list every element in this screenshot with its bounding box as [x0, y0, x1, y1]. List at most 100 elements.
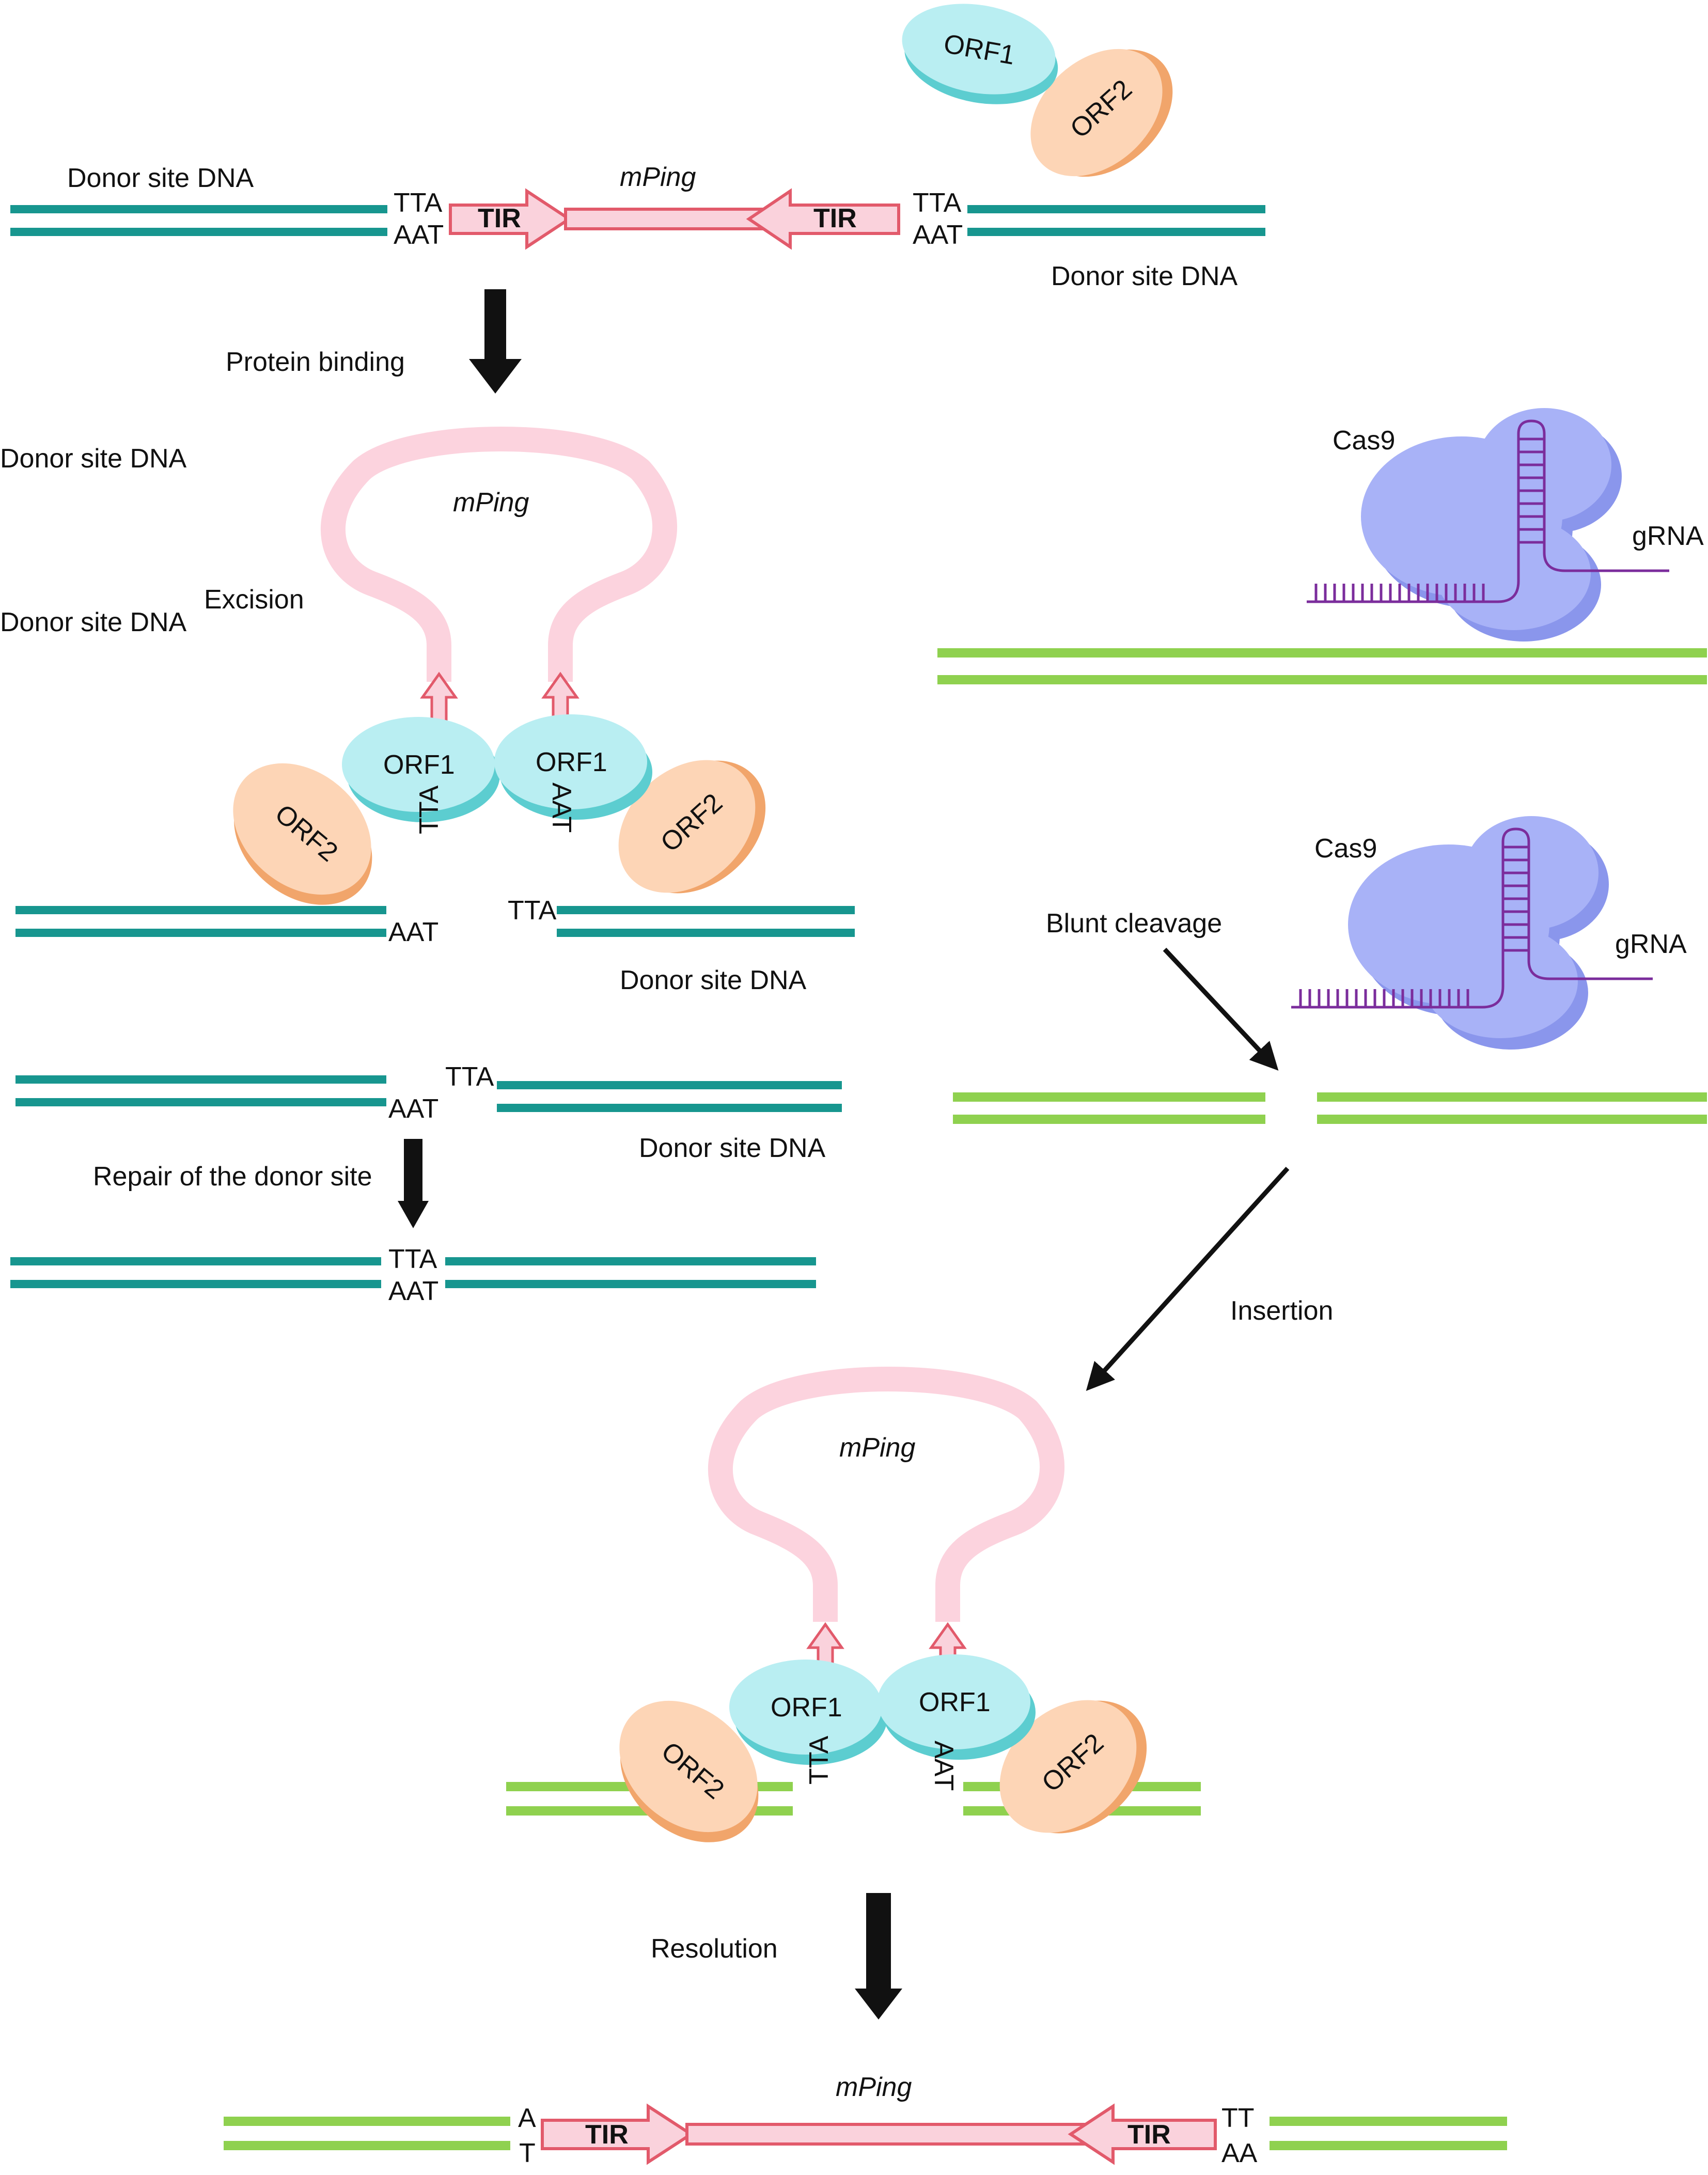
target-dna-strand — [1317, 1115, 1707, 1124]
dna-strand — [445, 1280, 816, 1288]
orf2-protein: ORF2 — [618, 760, 766, 894]
dna-strand — [557, 929, 855, 937]
orf1-protein: ORF1 — [877, 1654, 1036, 1760]
donor-site-dna-label: Donor site DNA — [639, 1133, 826, 1163]
donor-site-initial: Donor site DNA TTA AAT TIR TIR mPing TTA… — [10, 4, 1265, 291]
orf1-protein: ORF1 — [494, 714, 652, 820]
mping-element: TIR TIR mPing — [449, 162, 900, 250]
sequence-aat: AAT — [929, 1741, 959, 1791]
sequence-tta: TTA — [913, 188, 962, 218]
cas9-label: Cas9 — [1333, 426, 1395, 456]
sequence-aat: AAT — [388, 917, 438, 947]
tir-label: TIR — [478, 204, 521, 233]
insertion-label: Insertion — [1230, 1296, 1333, 1326]
cas9-protein — [1348, 816, 1609, 1050]
dna-strand — [15, 1075, 386, 1084]
up-arrow — [420, 671, 458, 725]
mping-label: mPing — [839, 1433, 915, 1463]
mping-label: mPing — [453, 488, 529, 518]
tir-left-arrow — [1068, 2103, 1217, 2165]
tir-right-arrow — [541, 2103, 694, 2165]
target-dna-strand — [953, 1115, 1265, 1124]
dna-strand — [497, 1104, 842, 1112]
sequence-tta: TTA — [508, 896, 557, 926]
sequence-aat: AAT — [913, 220, 963, 250]
donor-site-dna-label: Donor site DNA — [0, 444, 187, 474]
tir-label: TIR — [1127, 2120, 1171, 2150]
step-arrow-head — [398, 1201, 429, 1228]
step-arrow-head — [855, 1989, 902, 2020]
resolved-insertion: A T TIR TIR mPing TT AA — [224, 2072, 1507, 2168]
target-dna-strand — [1317, 1092, 1707, 1102]
insertion-arrow — [1086, 1166, 1290, 1391]
cas9-label: Cas9 — [1314, 834, 1377, 864]
dna-strand — [497, 1081, 842, 1089]
excision-complex: Donor site DNA Donor site DNA Excision m… — [0, 427, 855, 995]
mping-label: mPing — [836, 2072, 912, 2102]
orf1-protein: ORF1 — [729, 1660, 887, 1765]
dna-strand — [445, 1257, 816, 1265]
resolution-step: Resolution — [651, 1893, 902, 2020]
grna — [1307, 419, 1669, 603]
orf2-protein: ORF2 — [233, 763, 372, 905]
donor-site-dna-label: Donor site DNA — [620, 965, 807, 995]
orf1-label: ORF1 — [919, 1687, 991, 1717]
orf1-label: ORF1 — [383, 750, 455, 780]
tir-label: TIR — [813, 204, 857, 233]
orf2-protein: ORF2 — [619, 1700, 759, 1842]
donor-site-dna-label: Donor site DNA — [67, 163, 254, 193]
orf2-protein: ORF2 — [1030, 49, 1173, 177]
donor-site-dna-label: Donor site DNA — [1051, 261, 1238, 291]
blunt-cleavage-label: Blunt cleavage — [1046, 909, 1222, 938]
mping-label: mPing — [620, 162, 696, 192]
mping-loop — [320, 427, 677, 682]
dna-strand — [967, 205, 1265, 213]
dna-strand — [10, 205, 387, 213]
donor-site-repair: AAT TTA Donor site DNA Repair of the don… — [10, 1062, 842, 1306]
excision-label: Excision — [204, 585, 304, 615]
sequence-tta: TTA — [388, 1244, 437, 1274]
sequence-aat: AAT — [394, 220, 444, 250]
cas9-protein — [1361, 408, 1622, 641]
step-arrow-head — [469, 359, 522, 394]
tir-label: TIR — [585, 2120, 629, 2150]
grna-label: gRNA — [1632, 521, 1704, 551]
orf2-protein: ORF2 — [999, 1700, 1147, 1834]
target-dna-strand — [1270, 2141, 1507, 2150]
step-arrow-shaft — [404, 1139, 422, 1201]
donor-site-dna-label: Donor site DNA — [0, 607, 187, 637]
dna-strand — [15, 929, 386, 937]
target-dna-strand — [937, 648, 1707, 658]
dna-strand — [15, 906, 386, 914]
cas9-blunt-cleavage: Cas9 gRNA Blunt cleavage Inserti — [953, 816, 1707, 1391]
dna-strand — [557, 906, 855, 914]
dna-strand — [15, 1098, 386, 1106]
mping-element: TIR TIR mPing — [541, 2072, 1217, 2165]
sequence-aat: AAT — [388, 1276, 438, 1306]
sequence-tta: TTA — [445, 1062, 494, 1092]
target-dna-strand — [224, 2141, 510, 2150]
dna-strand — [967, 228, 1265, 236]
step-arrow-shaft — [866, 1893, 891, 1989]
orf1-protein: ORF1 — [342, 717, 500, 822]
grna-label: gRNA — [1615, 929, 1687, 959]
sequence-tt: TT — [1221, 2103, 1255, 2133]
grna — [1291, 827, 1653, 1009]
mping-body — [685, 2123, 1096, 2146]
sequence-t: T — [519, 2138, 536, 2168]
mping-loop — [708, 1367, 1064, 1622]
tir-right-arrow — [449, 188, 572, 250]
target-dna-strand — [953, 1092, 1265, 1102]
target-dna-strand — [224, 2117, 510, 2126]
repair-label: Repair of the donor site — [93, 1162, 372, 1192]
sequence-aat: AAT — [388, 1094, 438, 1124]
resolution-label: Resolution — [651, 1934, 778, 1964]
tir-left-arrow — [746, 188, 900, 250]
cas9-target-binding: Cas9 gRNA — [937, 408, 1707, 684]
step-arrow-shaft — [484, 289, 506, 359]
orf1-label: ORF1 — [771, 1693, 842, 1723]
sequence-tta: TTA — [804, 1735, 834, 1785]
protein-binding-step: Protein binding — [226, 289, 522, 394]
insertion-complex: mPing ORF2 ORF2 ORF1 ORF1 TTA AAT — [506, 1367, 1201, 1842]
